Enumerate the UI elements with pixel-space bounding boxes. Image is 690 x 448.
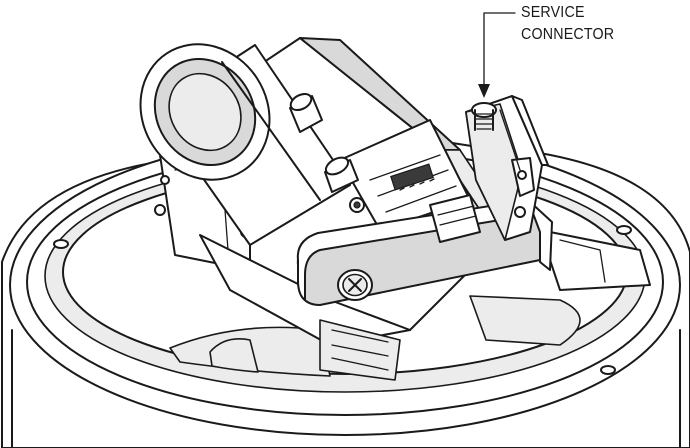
floor-knob	[209, 338, 259, 373]
tilt-arm-end	[527, 199, 553, 271]
bracket-detail	[559, 239, 606, 283]
mount-hole-left	[53, 239, 69, 249]
service-connector	[429, 95, 549, 243]
chassis-screw-center	[353, 201, 361, 209]
callout-leader-line	[483, 12, 516, 87]
lens-band-line	[221, 61, 321, 201]
floor-bracket-right	[539, 229, 651, 291]
mount-hole-bottom-right	[600, 365, 616, 375]
focus-pin-cap	[289, 92, 313, 112]
zoom-pin-cap	[324, 156, 350, 176]
side-plate-rivet	[160, 175, 170, 185]
circuit-chip	[390, 163, 434, 191]
connector-side-edge	[511, 95, 549, 166]
callout-label-line2: CONNECTOR	[521, 26, 615, 43]
lens-assembly	[139, 43, 359, 246]
callout-label-line1: SERVICE	[521, 4, 585, 21]
connector-bracket-lower	[429, 194, 481, 243]
phillips-screw-icon	[337, 269, 373, 301]
base-bracket-ribs	[331, 329, 389, 371]
inner-floor	[169, 229, 651, 377]
lens-glass	[168, 72, 242, 152]
spring-screw-icon	[471, 102, 497, 131]
mount-hole-right	[616, 225, 632, 235]
callout-arrow-icon	[478, 84, 490, 98]
connector-seam	[499, 109, 521, 171]
connector-base-screw	[514, 206, 526, 218]
floor-plate-right	[469, 295, 581, 346]
side-plate-screw	[154, 204, 166, 216]
callout-leader	[478, 12, 516, 98]
connector-clip-rivet	[517, 170, 527, 180]
chip-pins	[399, 178, 435, 191]
connector-bracket-ribs	[437, 205, 477, 226]
